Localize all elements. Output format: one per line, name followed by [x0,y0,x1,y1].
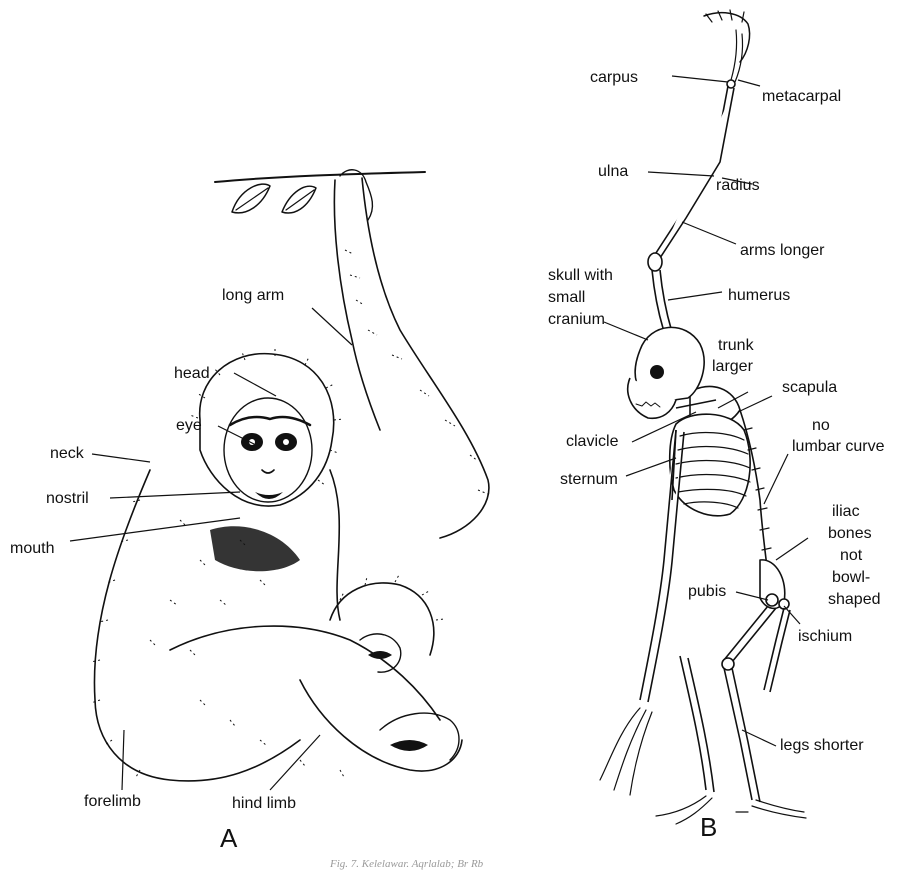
label-hind-limb: hind limb [232,795,296,812]
label-iliac-line1: iliac [832,503,860,520]
label-no-lumbar-line2: lumbar curve [792,438,885,455]
label-skull-line3: cranium [548,311,605,328]
label-head: head [174,365,210,382]
label-skull-line2: small [548,289,585,306]
label-mouth: mouth [10,540,54,557]
label-skull-line1: skull with [548,267,613,284]
label-forelimb: forelimb [84,793,141,810]
label-iliac-line2: bones [828,525,872,542]
label-humerus: humerus [728,287,790,304]
label-neck: neck [50,445,85,462]
skeleton-illustration [600,10,806,824]
label-arms-longer: arms longer [740,242,825,259]
label-clavicle: clavicle [566,433,619,450]
label-trunk-line1: trunk [718,337,755,354]
label-eye: eye [176,417,202,434]
gibbon-illustration [91,170,489,781]
label-ischium: ischium [798,628,852,645]
label-carpus: carpus [590,69,638,86]
label-pubis: pubis [688,583,726,600]
label-nostril: nostril [46,490,89,507]
label-scapula: scapula [782,379,837,396]
label-long-arm: long arm [222,287,284,304]
label-iliac-line3: not [840,547,863,564]
panel-letter-b: B [700,812,717,842]
label-iliac-line5: shaped [828,591,881,608]
label-iliac-line4: bowl- [832,569,870,586]
label-metacarpal: metacarpal [762,88,841,105]
figure-caption: Fig. 7. Kelelawar. Aqrlalab; Br Rb [329,858,484,870]
label-ulna: ulna [598,163,628,180]
label-sternum: sternum [560,471,618,488]
label-radius: radius [716,177,760,194]
label-legs-shorter: legs shorter [780,737,864,754]
label-no-lumbar-line1: no [812,417,830,434]
panel-letter-a: A [220,823,238,853]
label-trunk-line2: larger [712,358,754,375]
